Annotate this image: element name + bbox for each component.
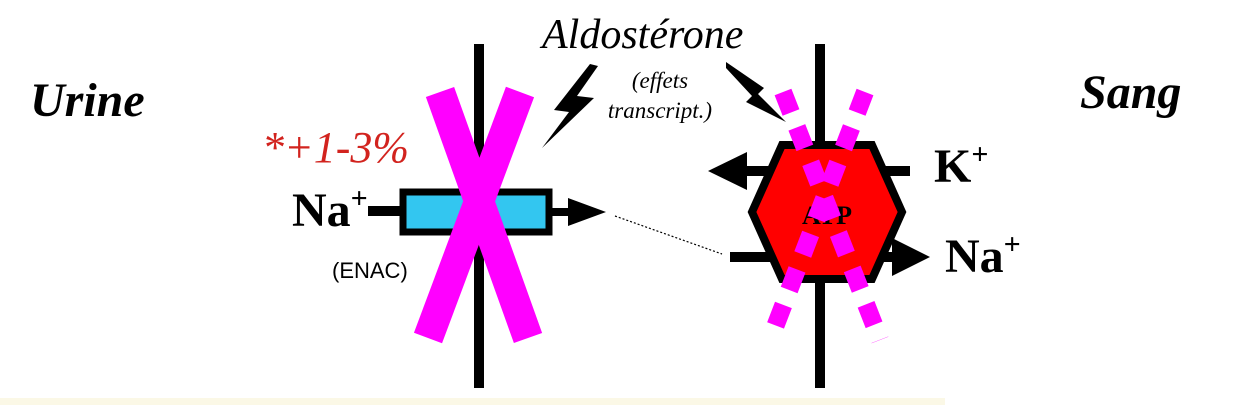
na-left-label: Na+ — [292, 182, 368, 237]
percent-effect-label: *+1-3% — [262, 123, 409, 172]
inhibition-cross-icon — [413, 86, 535, 344]
na-pump-arrow-head — [892, 238, 930, 276]
inhibition-cross-icon — [761, 88, 874, 344]
aldosterone-label: Aldostérone — [539, 12, 743, 58]
na-exit-arrow-stem — [549, 208, 571, 216]
na-entry-arrow-stem — [368, 206, 408, 216]
effets-label-line2: transcript.) — [608, 98, 712, 123]
k-arrow-head — [708, 152, 747, 190]
k-label: K+ — [934, 138, 988, 193]
enac-label: (ENAC) — [332, 258, 408, 283]
lightning-bolt-icon — [726, 62, 786, 122]
lightning-bolt-icon — [542, 64, 598, 148]
inhibition-cross-icon — [774, 88, 889, 344]
na-channel-arrow-head — [568, 198, 606, 226]
effets-label-line1: (effets — [632, 68, 688, 93]
sang-label: Sang — [1080, 66, 1181, 119]
urine-label: Urine — [30, 74, 145, 127]
na-right-label: Na+ — [945, 228, 1021, 283]
dotted-connector — [614, 215, 723, 255]
bottom-band — [0, 398, 945, 405]
